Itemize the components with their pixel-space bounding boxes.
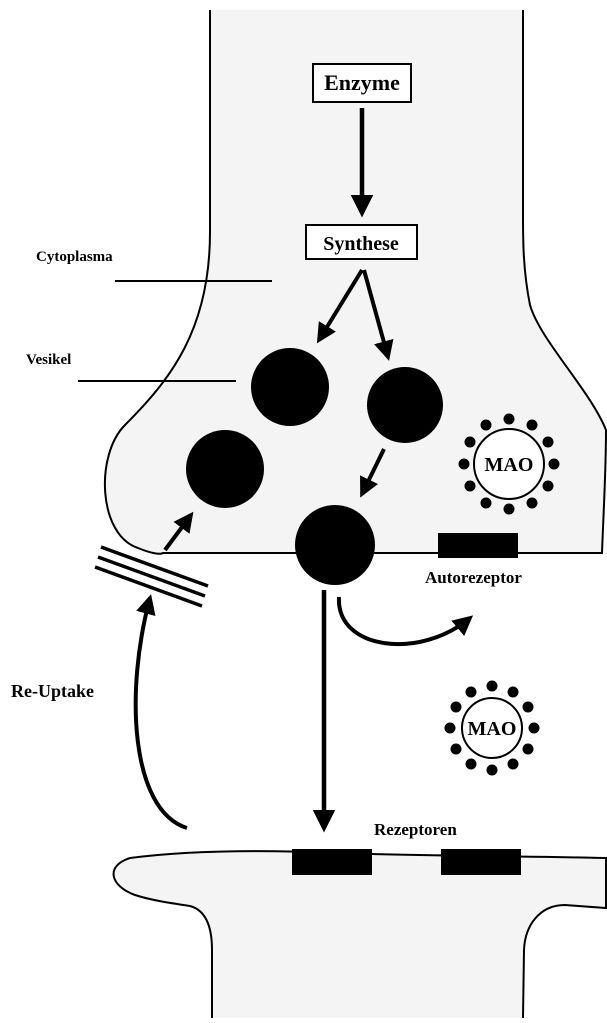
reuptake-transporter-bar-2	[98, 557, 205, 596]
receptor-right	[441, 849, 521, 875]
reuptake-arrow	[136, 598, 187, 828]
vesicle-upper-right	[367, 367, 443, 443]
postsynaptic-neuron	[114, 851, 606, 1018]
receptor-left	[292, 849, 372, 875]
cytoplasm-label: Cytoplasma	[36, 249, 113, 265]
vesicle-release	[295, 505, 375, 585]
enzyme-label: Enzyme	[324, 70, 400, 95]
mao-upper-label: MAO	[485, 454, 534, 476]
vesicle-upper-left	[251, 348, 329, 426]
autoreceptor	[438, 533, 518, 558]
synthesis-label: Synthese	[323, 233, 399, 255]
mao-lower-label: MAO	[468, 718, 517, 740]
vesicle-left	[186, 430, 264, 508]
autoreceptor-feedback-arrow	[339, 597, 470, 644]
reuptake-label: Re-Uptake	[11, 681, 94, 701]
receptors-label: Rezeptoren	[374, 820, 457, 839]
vesicle-label: Vesikel	[26, 352, 71, 368]
autoreceptor-label: Autorezeptor	[425, 568, 522, 587]
